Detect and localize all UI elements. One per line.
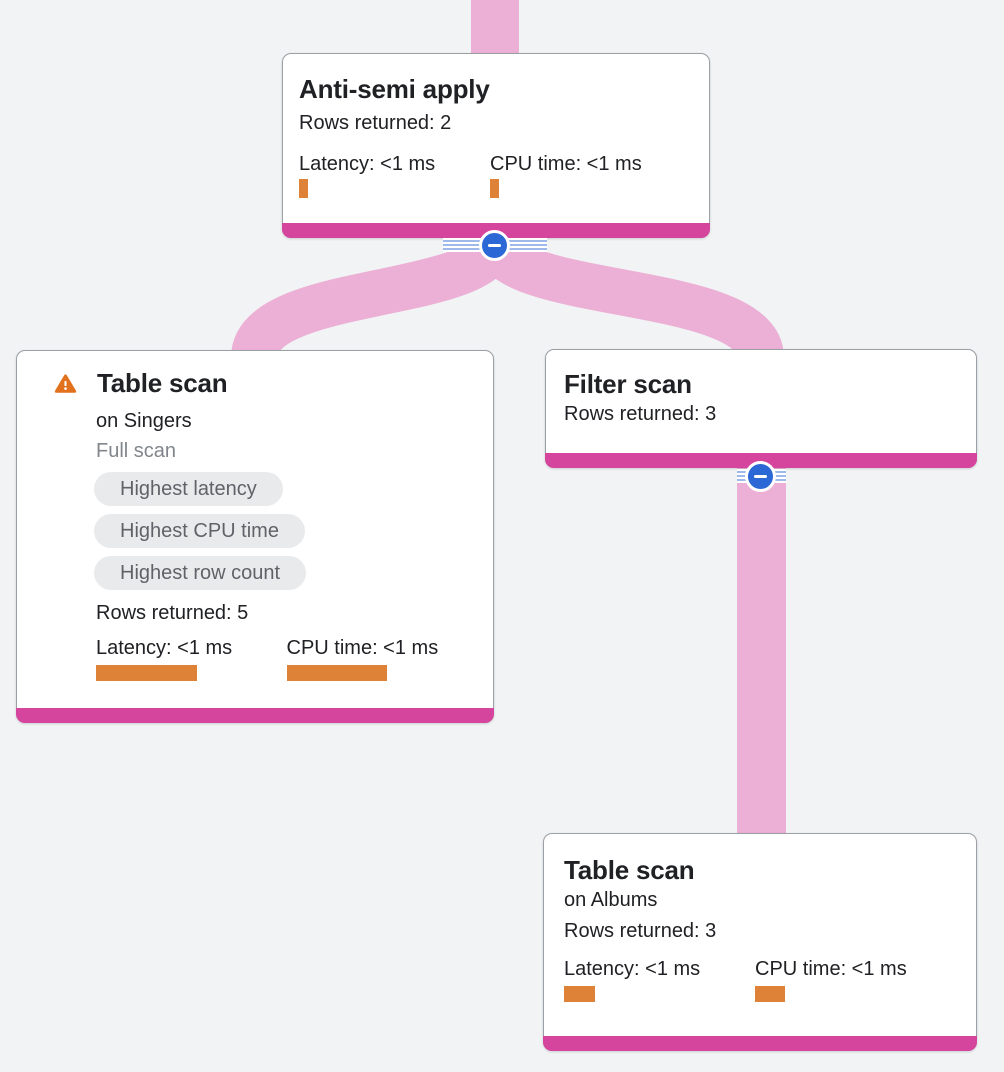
edge-anti-semi-apply-to-filter-scan: [472, 233, 784, 362]
rows-returned-text: Rows returned: 3: [564, 920, 717, 942]
collapse-button-filter-scan[interactable]: [745, 461, 776, 492]
badge-highest-row-count: Highest row count: [94, 556, 307, 590]
cpu-time-label: CPU time: <1 ms: [755, 958, 907, 980]
badge-highest-latency: Highest latency: [94, 472, 283, 506]
node-title: Filter scan: [564, 369, 692, 399]
cpu-metric: CPU time: <1 ms: [490, 152, 681, 198]
rows-returned-text: Rows returned: 2: [299, 112, 452, 134]
node-footer-bar: [545, 453, 977, 468]
metrics-row: Latency: <1 ms CPU time: <1 ms: [96, 636, 477, 681]
node-subtitle: on Singers: [96, 410, 192, 432]
cpu-metric: CPU time: <1 ms: [755, 957, 946, 1002]
rows-returned-text: Rows returned: 3: [564, 403, 717, 425]
node-subtitle: on Albums: [564, 889, 658, 911]
rows-returned-text: Rows returned: 5: [96, 602, 249, 624]
node-title: Table scan: [564, 855, 695, 885]
collapse-button-anti-semi-apply[interactable]: [479, 230, 510, 261]
warning-icon: [54, 373, 77, 393]
cpu-time-label: CPU time: <1 ms: [286, 637, 439, 659]
cpu-metric: CPU time: <1 ms: [286, 636, 478, 681]
plan-node-table-scan-albums[interactable]: Table scan on Albums Rows returned: 3 La…: [543, 833, 977, 1051]
minus-icon: [488, 243, 501, 248]
plan-node-filter-scan[interactable]: Filter scan Rows returned: 3: [545, 349, 977, 468]
latency-metric: Latency: <1 ms: [96, 636, 287, 681]
metrics-row: Latency: <1 ms CPU time: <1 ms: [299, 152, 693, 198]
cpu-time-bar: [755, 986, 785, 1002]
latency-bar: [299, 179, 308, 198]
node-footer-bar: [16, 708, 494, 723]
edge-anti-semi-apply-to-table-scan-singers: [231, 233, 518, 362]
node-title-row: Table scan: [33, 368, 477, 398]
scan-type-text: Full scan: [96, 440, 177, 462]
latency-bar: [96, 665, 197, 681]
minus-icon: [754, 474, 767, 479]
node-title: Anti-semi apply: [299, 74, 490, 104]
badge-highest-cpu-time: Highest CPU time: [94, 514, 305, 548]
latency-label: Latency: <1 ms: [564, 958, 701, 980]
cpu-time-bar: [286, 665, 387, 681]
plan-node-anti-semi-apply[interactable]: Anti-semi apply Rows returned: 2 Latency…: [282, 53, 710, 238]
metrics-row: Latency: <1 ms CPU time: <1 ms: [564, 957, 956, 1002]
latency-bar: [564, 986, 595, 1002]
latency-label: Latency: <1 ms: [96, 637, 233, 659]
badge-list: Highest latency Highest CPU time Highest…: [94, 472, 477, 590]
node-title: Table scan: [97, 368, 228, 398]
node-body: on Singers Full scan Highest latency Hig…: [94, 406, 477, 681]
latency-label: Latency: <1 ms: [299, 153, 436, 175]
cpu-time-bar: [490, 179, 499, 198]
plan-node-table-scan-singers[interactable]: Table scan on Singers Full scan Highest …: [16, 350, 494, 723]
latency-metric: Latency: <1 ms: [299, 152, 490, 198]
node-footer-bar: [543, 1036, 977, 1051]
cpu-time-label: CPU time: <1 ms: [490, 153, 642, 175]
latency-metric: Latency: <1 ms: [564, 957, 755, 1002]
